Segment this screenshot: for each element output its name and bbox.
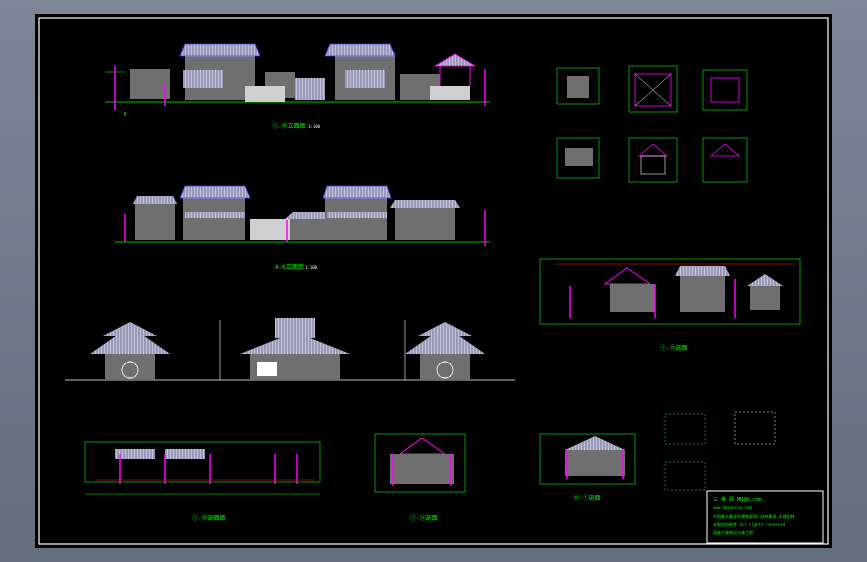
drawing-sheet[interactable]: ①-⑩立面图 1:100 — [35, 14, 832, 548]
drawing-canvas[interactable]: ①-⑩立面图 1:100 — [35, 14, 832, 548]
scale-elev-mid: 1:100 — [305, 265, 318, 270]
title-elev-mid: A-K立面图 — [275, 263, 304, 271]
title-block-line5: 园林古建筑设计施工图 — [713, 529, 753, 535]
title-block-line3: 中国最大最全的建筑3D网 园林景观 古建园林 — [713, 513, 795, 519]
section-right[interactable]: ①-⑪剖面 — [539, 258, 801, 352]
elevation-top[interactable]: ①-⑩立面图 1:100 — [105, 43, 490, 130]
title-block-company: 三 维 网 MH3D.com — [713, 496, 761, 503]
title-block-line2: www.3dsource.com — [713, 505, 752, 510]
title-section-right: ①-⑪剖面 — [660, 344, 688, 352]
elevation-middle[interactable]: A-K立面图 1:100 — [115, 185, 490, 271]
detail-symbols[interactable] — [664, 411, 776, 491]
title-block[interactable]: 三 维 网 MH3D.com www.3dsource.com 中国最大最全的建… — [706, 490, 824, 544]
details-top-right[interactable] — [556, 65, 748, 183]
sheet-border — [38, 17, 829, 545]
scale-elev-top: 1:100 — [308, 124, 321, 129]
section-bottom-middle[interactable]: ①-⑪剖面 — [374, 433, 466, 522]
section-bottom-right[interactable]: ⑪-①剖面 — [539, 433, 636, 502]
section-bottom-left[interactable]: ①-⑩剖面图 — [84, 441, 321, 522]
title-plan-bottom-left: ①-⑩剖面图 — [192, 514, 226, 522]
title-elev-top: ①-⑩立面图 — [272, 122, 306, 130]
title-plan-bottom-mid: ①-⑪剖面 — [410, 514, 438, 522]
title-plan-bottom-right: ⑪-①剖面 — [573, 494, 601, 502]
pavilion-elevations[interactable] — [65, 318, 515, 381]
title-block-line4: 本图仅供参考 all rights reserved — [713, 521, 786, 527]
